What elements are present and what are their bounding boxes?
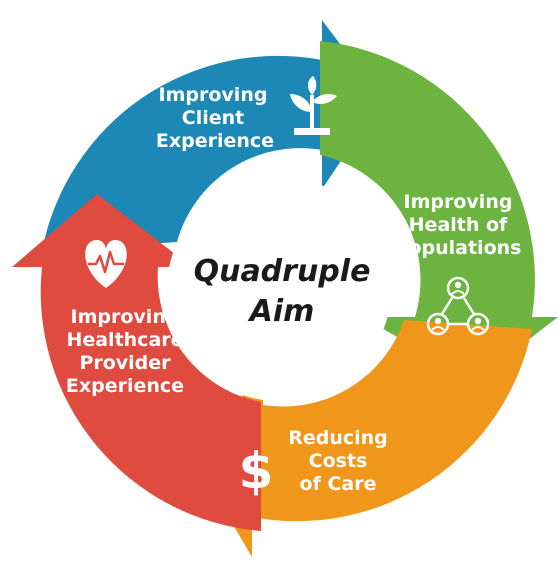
center-title-line-2: Aim [248,294,315,329]
costs-label-line-2: Costs [309,450,368,472]
costs-label-line-3: of Care [300,473,377,495]
provider-label-line-3: Provider [79,352,171,374]
health-label-line-2: Health of [409,214,508,236]
population-network-icon [426,276,490,336]
provider-label-line-4: Experience [66,375,184,397]
costs-label-line-1: Reducing [288,427,388,449]
provider-label-line-1: Improving [71,306,180,328]
segment-healthcare-provider [12,194,261,531]
segment-client-experience [42,20,382,251]
segment-reducing-costs [195,320,532,557]
provider-label-line-2: Healthcare [66,329,183,351]
health-label-line-3: Populations [395,237,522,259]
center-title-line-1: Quadruple [194,254,371,289]
sprout-icon [290,76,337,135]
health-label-line-1: Improving [404,191,513,213]
center-circle [167,177,391,401]
client-label-line-2: Client [182,107,244,129]
segment-health-of-populations [320,41,558,381]
heart-pulse-icon [85,240,127,288]
dollar-icon: $ [239,442,274,500]
client-label-line-3: Experience [156,130,274,152]
client-label-line-1: Improving [159,84,268,106]
